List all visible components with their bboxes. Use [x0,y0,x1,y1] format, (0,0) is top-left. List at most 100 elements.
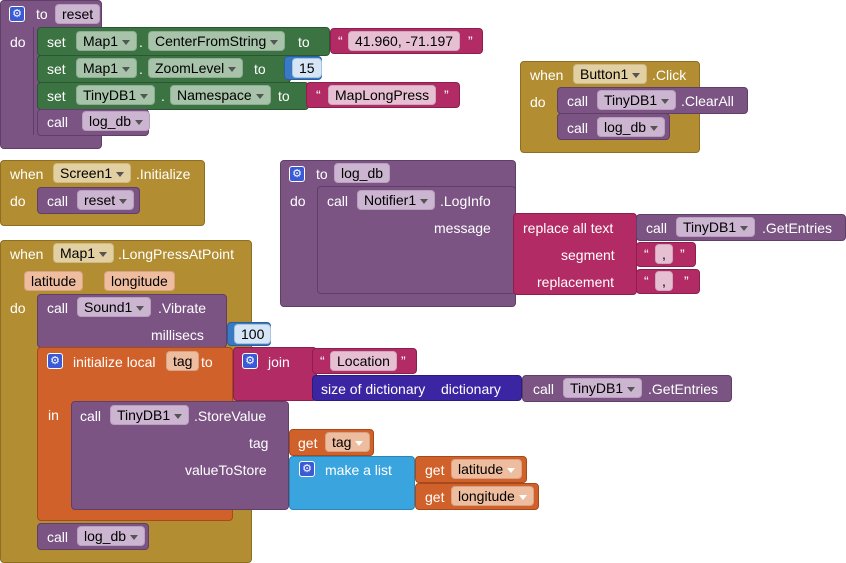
quote-close: ” [680,246,685,262]
dot-label: . [139,34,143,50]
to-label: to [298,34,310,50]
variable-dropdown[interactable]: longitude [451,486,534,506]
component-dropdown[interactable]: Map1 [76,58,138,78]
text-value-field[interactable]: MapLongPress [328,85,437,105]
call-label: call [327,193,349,209]
variable-dropdown[interactable]: tag [325,432,371,452]
procedure-name-field[interactable]: reset [55,4,101,24]
variable-dropdown[interactable]: latitude [451,459,523,479]
replacement-label: replacement [537,274,615,290]
number-field[interactable]: 100 [234,324,272,344]
set-label: set [47,61,66,77]
procedure-reset-spine [0,27,34,135]
quote-close: ” [444,87,449,103]
replace-all-text-block[interactable] [513,213,637,295]
procedure-dropdown[interactable]: log_db [597,117,666,137]
gear-icon[interactable]: ⚙ [9,6,25,22]
do-label: do [10,34,26,50]
gear-icon[interactable]: ⚙ [242,353,258,369]
tag-label: tag [249,435,269,451]
procedure-name-field[interactable]: log_db [334,163,391,183]
component-dropdown[interactable]: TinyDB1 [563,378,643,398]
method-label: .ClearAll [681,93,734,109]
to-label: to [254,61,266,77]
when-label: when [530,67,564,83]
when-label: when [10,166,44,182]
dot-label: . [161,88,165,104]
millisecs-label: millisecs [151,327,204,343]
call-label: call [47,193,69,209]
quote-open: “ [316,87,321,103]
replace-label: replace all text [523,220,614,236]
property-dropdown[interactable]: CenterFromString [148,31,286,51]
get-label: get [425,462,445,478]
component-dropdown[interactable]: TinyDB1 [110,405,190,425]
local-name-field[interactable]: tag [166,351,200,371]
quote-open: “ [644,273,649,289]
call-label: call [567,93,589,109]
when-label: when [10,246,44,262]
value-to-store-label: valueToStore [185,462,267,478]
do-label: do [10,300,26,316]
component-dropdown[interactable]: TinyDB1 [597,90,677,110]
segment-label: segment [561,247,615,263]
quote-open: “ [644,246,649,262]
procedure-dropdown[interactable]: log_db [82,111,151,131]
replacement-field[interactable]: , [655,271,673,291]
quote-close: ” [684,273,689,289]
component-dropdown[interactable]: Sound1 [77,297,152,317]
method-label: .Vibrate [158,300,206,316]
gear-icon[interactable]: ⚙ [47,353,63,369]
initialize-local-label: initialize local [73,354,156,370]
component-dropdown[interactable]: TinyDB1 [76,85,156,105]
gear-icon[interactable]: ⚙ [289,166,305,182]
segment-field[interactable]: , [655,244,673,264]
component-dropdown[interactable]: Notifier1 [357,190,436,210]
dot-label: . [139,61,143,77]
property-dropdown[interactable]: Namespace [170,85,271,105]
method-label: .GetEntries [648,381,719,397]
event-label: .Click [652,67,687,83]
param-latitude[interactable]: latitude [24,271,84,291]
to-label: to [201,354,213,370]
join-label: join [268,354,290,370]
message-label: message [434,220,491,236]
call-label: call [567,120,589,136]
to-label: to [316,166,328,182]
param-longitude[interactable]: longitude [104,271,175,291]
to-label: to [36,6,48,22]
component-dropdown[interactable]: TinyDB1 [676,217,756,237]
size-label: size of dictionary [321,381,426,397]
event-label: .Initialize [136,166,191,182]
in-label: in [48,407,59,423]
gear-icon[interactable]: ⚙ [299,461,315,477]
text-value-field[interactable]: Location [330,351,397,371]
call-label: call [533,381,555,397]
call-label: call [646,220,668,236]
get-label: get [425,489,445,505]
procedure-dropdown[interactable]: reset [77,190,135,210]
event-label: .LongPressAtPoint [118,246,234,262]
property-dropdown[interactable]: ZoomLevel [148,58,244,78]
set-label: set [47,34,66,50]
quote-close: ” [468,33,473,49]
set-label: set [47,88,66,104]
procedure-dropdown[interactable]: log_db [77,526,146,546]
quote-close: ” [401,353,406,369]
do-label: do [530,94,546,110]
call-label: call [80,408,102,424]
method-label: .LogInfo [440,193,491,209]
component-dropdown[interactable]: Map1 [76,31,138,51]
make-list-label: make a list [325,462,392,478]
to-label: to [278,88,290,104]
get-label: get [298,435,318,451]
number-field[interactable]: 15 [292,58,322,78]
component-dropdown[interactable]: Button1 [573,64,648,84]
size-of-dictionary-block[interactable] [312,375,522,401]
dictionary-label: dictionary [441,381,501,397]
call-label: call [47,300,69,316]
call-label: call [47,114,69,130]
component-dropdown[interactable]: Map1 [53,243,115,263]
component-dropdown[interactable]: Screen1 [53,163,132,183]
text-value-field[interactable]: 41.960, -71.197 [348,31,461,51]
